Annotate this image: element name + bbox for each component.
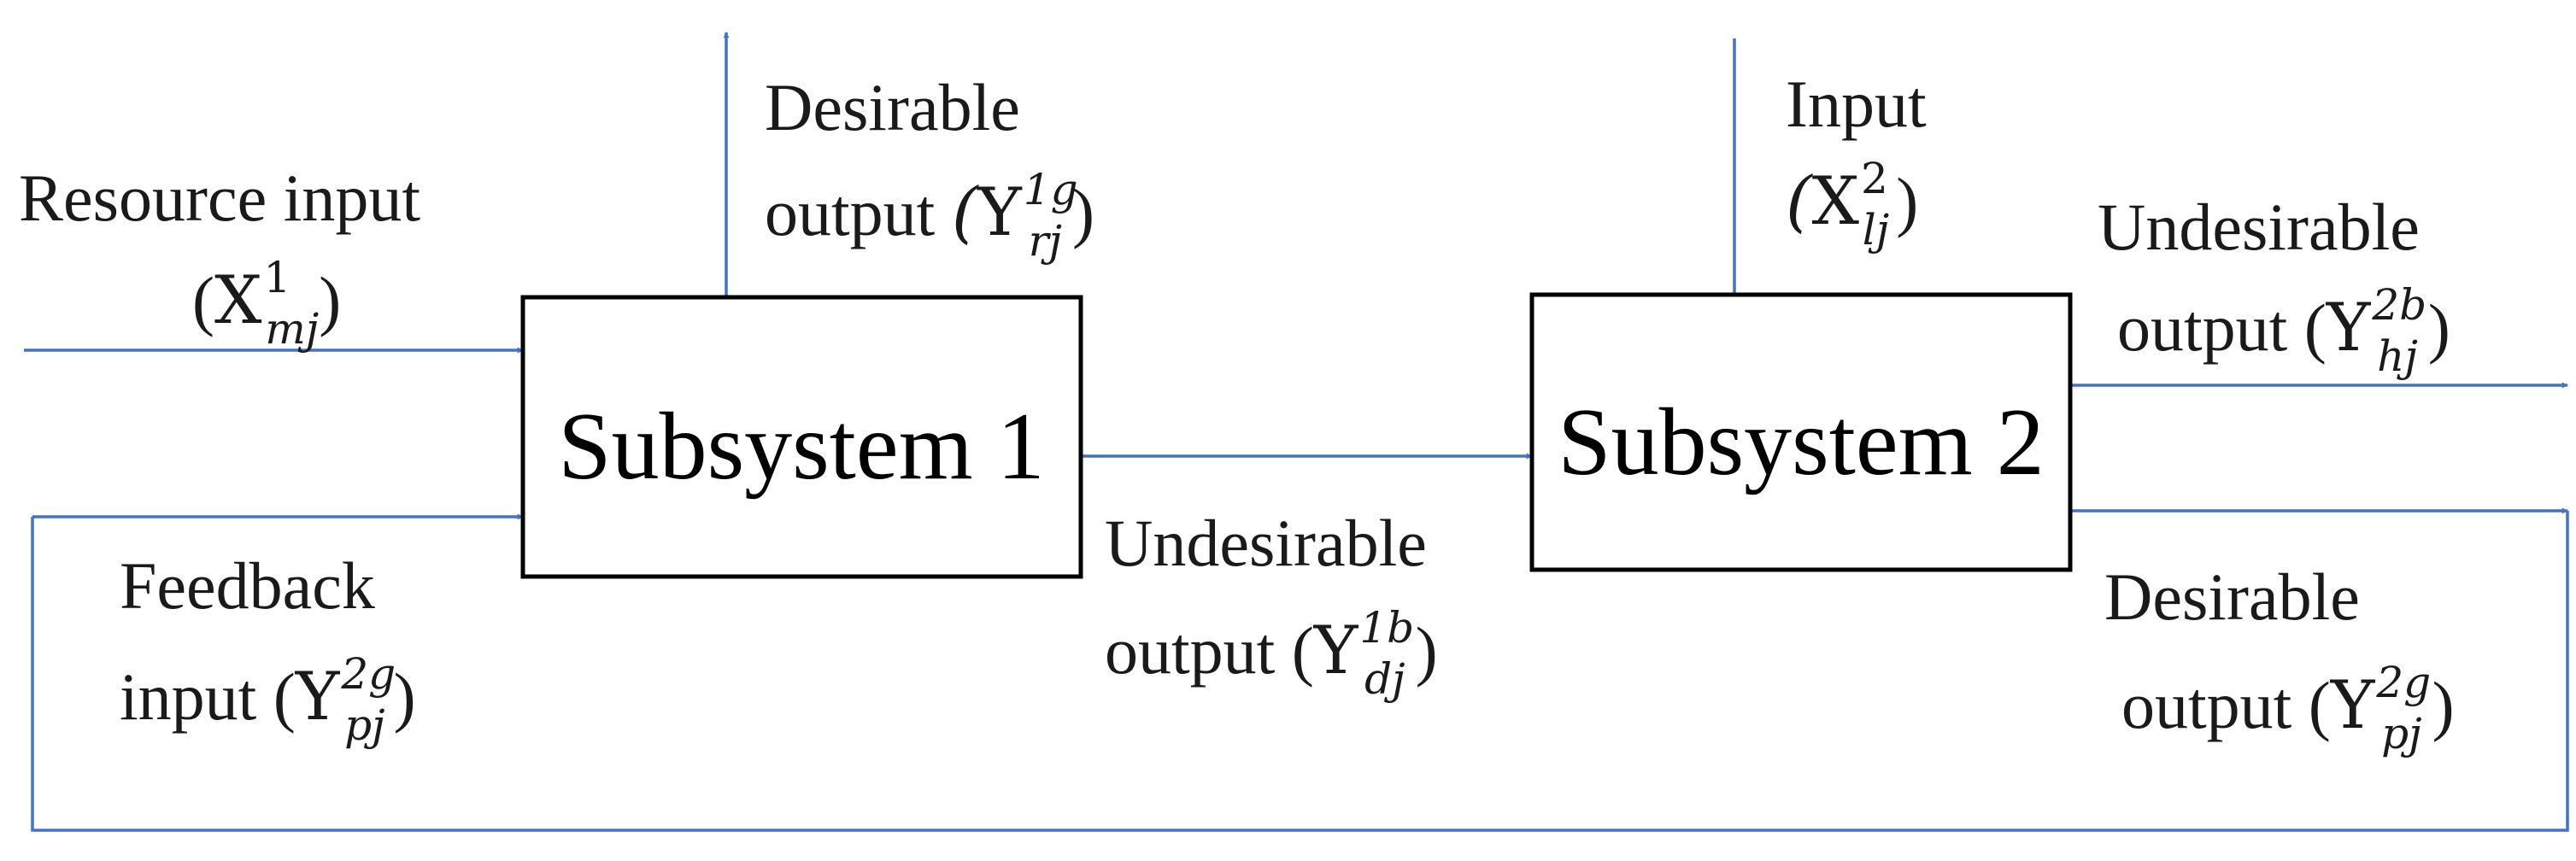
desirable-output-1-label: Desirable [765, 70, 1020, 144]
subsystem-1-box [520, 295, 1083, 579]
desirable-output-2-label: Desirable [2104, 559, 2360, 634]
subsystem-1-label: Subsystem 1 [558, 394, 1044, 500]
undesirable-output-1-label: Undesirable [1105, 506, 1427, 580]
subsystem-2-label: Subsystem 2 [1558, 390, 2044, 495]
undesirable-output-2-label: Undesirable [2098, 190, 2420, 264]
feedback-loop-line [31, 511, 2569, 832]
feedback-input-label: Feedback [120, 548, 375, 623]
input-2-label: Input [1786, 67, 1927, 141]
resource-input-label: Resource input [19, 161, 420, 235]
subsystem-2-box [1529, 292, 2073, 572]
